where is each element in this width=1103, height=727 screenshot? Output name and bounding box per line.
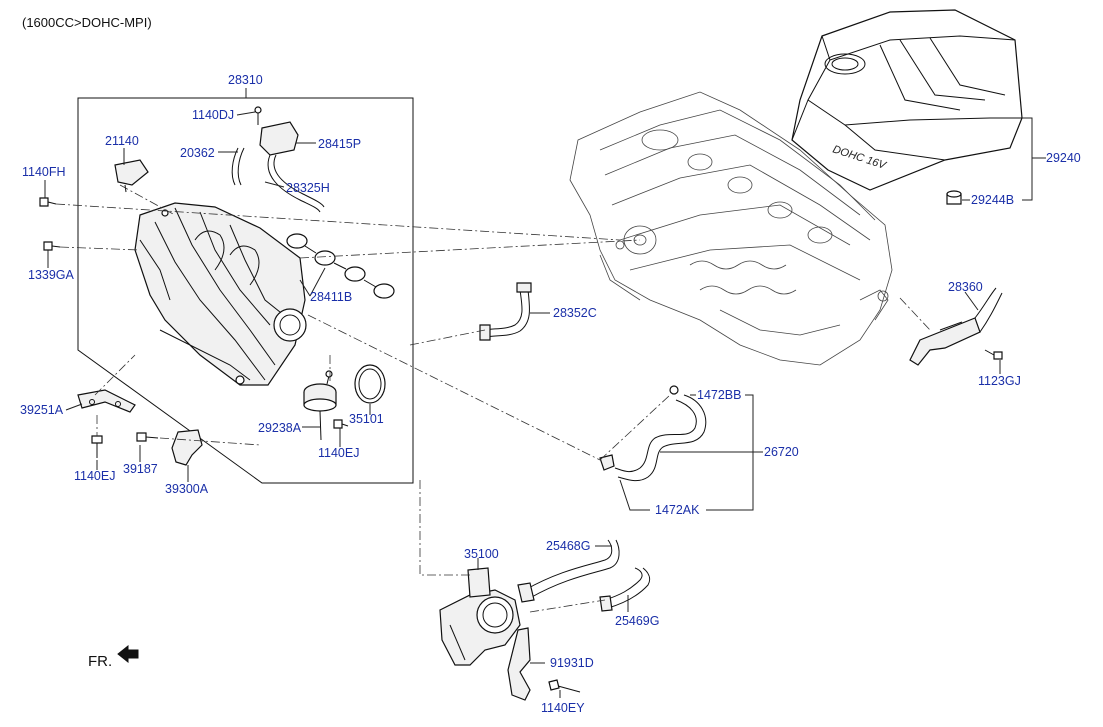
hose-28352c-drawing	[479, 282, 532, 341]
callout-28411b[interactable]: 28411B	[310, 290, 353, 304]
bolt-1140ej-left-drawing	[91, 435, 103, 458]
callout-1140ej-left[interactable]: 1140EJ	[74, 469, 116, 483]
callout-28352c[interactable]: 28352C	[553, 306, 597, 320]
callout-leaders	[44, 88, 1046, 698]
sensor-39300a-drawing	[171, 429, 203, 466]
callout-20362[interactable]: 20362	[180, 146, 215, 160]
front-direction-label: FR.	[88, 653, 113, 670]
bracket-28360-drawing	[909, 287, 1003, 366]
callout-35101[interactable]: 35101	[349, 412, 384, 426]
front-direction-arrow-icon	[117, 644, 139, 664]
gasket-35101-drawing	[354, 364, 386, 404]
callout-28415p[interactable]: 28415P	[318, 137, 362, 151]
hose-25469g-drawing	[599, 567, 651, 612]
callout-39300a[interactable]: 39300A	[165, 482, 209, 496]
callout-29244b[interactable]: 29244B	[971, 193, 1015, 207]
gasket-28411b-drawing	[286, 233, 395, 299]
callout-1123gj[interactable]: 1123GJ	[978, 374, 1021, 388]
bolt-1140ej-center-drawing	[333, 419, 349, 429]
callout-25469g[interactable]: 25469G	[615, 614, 660, 628]
hose-25468g-drawing	[517, 539, 620, 603]
engine-cover-drawing: DOHC 16V	[791, 9, 1023, 191]
callout-39251a[interactable]: 39251A	[20, 403, 64, 417]
hose-26720-drawing	[599, 385, 707, 482]
callout-21140[interactable]: 21140	[105, 134, 139, 148]
bolt-1140fh-drawing	[39, 197, 57, 207]
pcsv-valve-drawing	[231, 106, 325, 213]
callout-39187[interactable]: 39187	[123, 462, 158, 476]
callout-1140ej-center[interactable]: 1140EJ	[318, 446, 360, 460]
intake-manifold-drawing	[134, 202, 307, 386]
assembly-box-28310	[77, 97, 414, 484]
callout-29240[interactable]: 29240	[1046, 151, 1081, 165]
callout-26720[interactable]: 26720	[764, 445, 799, 459]
engine-variant-header: (1600CC>DOHC-MPI)	[22, 15, 152, 30]
callout-28325h[interactable]: 28325H	[286, 181, 330, 195]
assembly-centerlines	[55, 184, 931, 613]
throttle-body-35100-drawing	[439, 567, 521, 666]
callout-1472ak[interactable]: 1472AK	[655, 503, 700, 517]
bolt-1339ga-drawing	[43, 241, 61, 251]
bolt-1123gj-drawing	[984, 349, 1003, 360]
callout-1140fh[interactable]: 1140FH	[22, 165, 66, 179]
callout-1140dj[interactable]: 1140DJ	[192, 108, 235, 122]
callout-91931d[interactable]: 91931D	[550, 656, 594, 670]
callout-35100[interactable]: 35100	[464, 547, 499, 561]
callout-28310[interactable]: 28310	[228, 73, 263, 87]
callout-28360[interactable]: 28360	[948, 280, 983, 294]
bolt-1140ey-drawing	[548, 679, 581, 693]
bracket-39251a-drawing	[77, 389, 136, 413]
gasket-35101-inner	[358, 368, 382, 400]
callout-1472bb[interactable]: 1472BB	[697, 388, 742, 402]
fitting-21140-drawing	[114, 159, 149, 193]
grommet-29244b	[946, 190, 962, 205]
bolt-39187-drawing	[136, 432, 159, 442]
callout-1339ga[interactable]: 1339GA	[28, 268, 74, 282]
engine-block-drawing	[569, 91, 893, 366]
callout-25468g[interactable]: 25468G	[546, 539, 591, 553]
callout-1140ey[interactable]: 1140EY	[541, 701, 585, 715]
callout-29238a[interactable]: 29238A	[258, 421, 302, 435]
bracket-91931d-drawing	[507, 627, 531, 701]
actuator-29238a-drawing	[303, 370, 337, 441]
